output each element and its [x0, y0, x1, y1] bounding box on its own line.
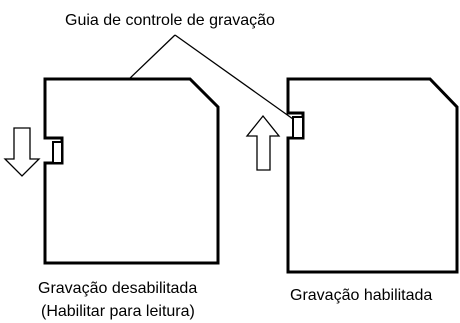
- write-protect-tab-right: [292, 116, 304, 139]
- left-caption-line1: Gravação desabilitada: [38, 280, 197, 297]
- sd-card-right: [286, 77, 459, 274]
- left-caption-line2: (Habilitar para leitura): [41, 303, 195, 320]
- sd-card-left: [43, 77, 220, 265]
- arrow-down-icon: [3, 127, 41, 177]
- title-label: Guia de controle de gravação: [65, 12, 275, 29]
- write-protect-tab-left: [52, 141, 63, 164]
- sd-card-right-body: [286, 77, 459, 274]
- sd-card-left-body: [43, 77, 220, 265]
- leader-line-right: [174, 34, 301, 125]
- right-caption: Gravação habilitada: [290, 287, 432, 304]
- arrow-up-icon: [245, 114, 281, 171]
